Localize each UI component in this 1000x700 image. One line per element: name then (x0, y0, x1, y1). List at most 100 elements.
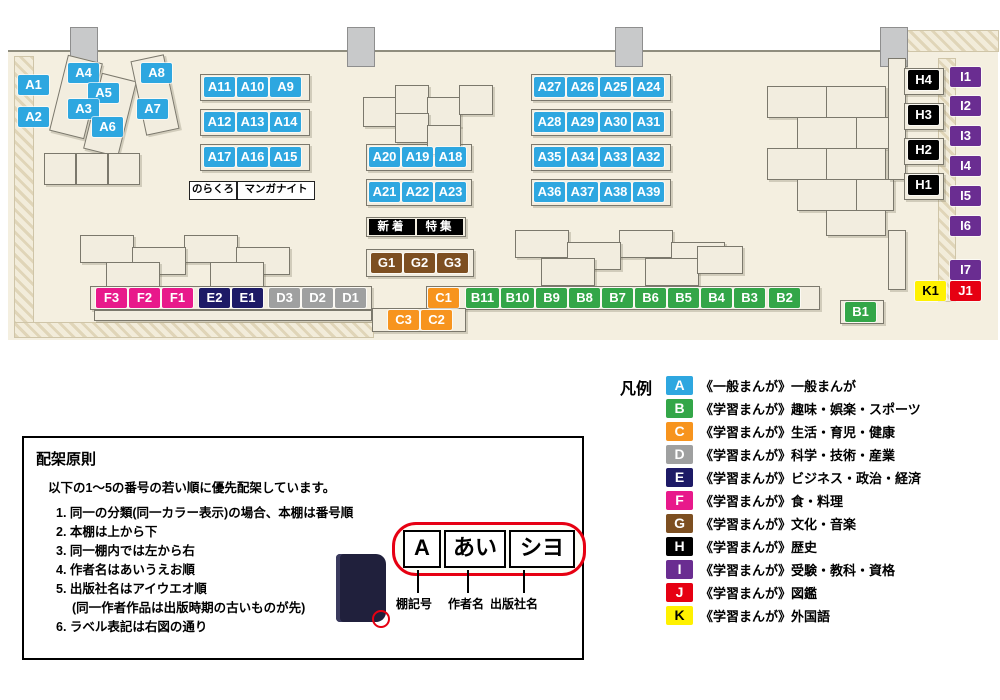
shelf-label-A8: A8 (141, 63, 172, 83)
legend-item-C: C《学習まんが》生活・育児・健康 (666, 420, 921, 443)
principles-rule: 1. 同一の分類(同一カラー表示)の場合、本棚は番号順 (56, 506, 354, 520)
shelf-label-A22: A22 (402, 182, 433, 202)
legend-series-label: 《学習まんが》 (700, 563, 792, 578)
legend-series-label: 《学習まんが》 (700, 517, 792, 532)
legend-item-H: H《学習まんが》歴史 (666, 535, 921, 558)
shelf-label-G3: G3 (437, 253, 468, 273)
shelf-block (826, 86, 886, 118)
shelf-label-I5: I5 (950, 186, 981, 206)
shelf-label-C3: C3 (388, 310, 419, 330)
shelf-label-B2: B2 (769, 288, 800, 308)
legend-badge-J: J (666, 583, 694, 602)
shelf-label-A38: A38 (600, 182, 631, 202)
legend-badge-K: K (666, 606, 694, 625)
label-part-box: あい (444, 530, 506, 568)
shelf-label-K1: K1 (915, 281, 946, 301)
legend-item-E: E《学習まんが》ビジネス・政治・経済 (666, 466, 921, 489)
shelf-block (210, 262, 264, 290)
label-part-box: シヨ (509, 530, 575, 568)
legend-badge-G: G (666, 514, 694, 533)
shelf-label-A23: A23 (435, 182, 466, 202)
shelf-label-A17: A17 (204, 147, 235, 167)
shelf-label-F3: F3 (96, 288, 127, 308)
hatched-aisle (14, 322, 374, 338)
legend-item-I: I《学習まんが》受験・教科・資格 (666, 558, 921, 581)
shelf-label-A37: A37 (567, 182, 598, 202)
shelf-label-I4: I4 (950, 156, 981, 176)
legend-item-G: G 《学習まんが》文化・音楽 (666, 512, 921, 535)
shelf-label-A30: A30 (600, 112, 631, 132)
legend-category-name: 食・料理 (791, 494, 844, 509)
legend-category-name: 外国語 (791, 609, 831, 624)
shelf-label-E2: E2 (199, 288, 230, 308)
shelf-label-I1: I1 (950, 67, 981, 87)
shelf-label-A6: A6 (92, 117, 123, 137)
shelf-block (826, 210, 886, 236)
shelf-label-H4: H4 (908, 70, 939, 90)
legend-item-B: B《学習まんが》趣味・娯楽・スポーツ (666, 397, 921, 420)
section-tag-新着: 新着 (369, 219, 415, 235)
shelf-label-C1: C1 (428, 288, 459, 308)
shelf-label-A7: A7 (137, 99, 168, 119)
shelf-label-H1: H1 (908, 175, 939, 195)
shelf-label-B1: B1 (845, 302, 876, 322)
shelf-label-A25: A25 (600, 77, 631, 97)
shelf-label-B8: B8 (569, 288, 600, 308)
shelf-block (697, 246, 743, 274)
legend-category-name: 歴史 (791, 540, 818, 555)
shelf-label-A3: A3 (68, 99, 99, 119)
pillar (347, 27, 375, 67)
legend-series-label: 《学習まんが》 (700, 471, 792, 486)
label-position-mark (372, 610, 390, 628)
legend-item-A: A《一般まんが》一般まんが (666, 374, 921, 397)
legend-series-label: 《学習まんが》 (700, 494, 792, 509)
shelf-block (797, 117, 857, 149)
shelf-block (44, 153, 76, 185)
principles-rule: 3. 同一棚内では左から右 (56, 544, 195, 558)
shelf-label-D1: D1 (335, 288, 366, 308)
pillar (615, 27, 643, 67)
shelf-label-A11: A11 (204, 77, 235, 97)
shelf-block (767, 148, 827, 180)
shelf-label-A21: A21 (369, 182, 400, 202)
shelf-block (76, 153, 108, 185)
shelf-note-のらくろ: のらくろ (189, 181, 237, 200)
shelf-block (395, 113, 429, 143)
shelf-label-E1: E1 (232, 288, 263, 308)
legend-title: 凡例 (620, 381, 653, 398)
shelf-block (826, 148, 886, 180)
legend-category-name: 文化・音楽 (791, 517, 857, 532)
shelf-label-A32: A32 (633, 147, 664, 167)
shelving-principles-box: 配架原則 以下の1〜5の番号の若い順に優先配架しています。 1. 同一の分類(同… (22, 436, 586, 660)
legend-badge-H: H (666, 537, 694, 556)
shelf-note-マンガナイト: マンガナイト (237, 181, 315, 200)
shelf-block (363, 97, 397, 127)
shelf-label-I7: I7 (950, 260, 981, 280)
shelf-block (515, 230, 569, 258)
legend-item-J: J《学習まんが》図鑑 (666, 581, 921, 604)
shelf-label-B6: B6 (635, 288, 666, 308)
shelf-label-D3: D3 (269, 288, 300, 308)
legend-badge-E: E (666, 468, 694, 487)
legend-category-name: 生活・育児・健康 (791, 425, 896, 440)
label-part-box: A (403, 530, 441, 568)
shelf-label-A20: A20 (369, 147, 400, 167)
legend-series-label: 《学習まんが》 (700, 586, 792, 601)
legend-badge-F: F (666, 491, 694, 510)
legend-item-F: F 《学習まんが》食・料理 (666, 489, 921, 512)
shelf-label-B11: B11 (466, 288, 499, 308)
shelf-label-I2: I2 (950, 96, 981, 116)
shelf-label-A13: A13 (237, 112, 268, 132)
shelf-label-D2: D2 (302, 288, 333, 308)
shelf-label-F1: F1 (162, 288, 193, 308)
legend-badge-C: C (666, 422, 694, 441)
principles-intro: 以下の1〜5の番号の若い順に優先配架しています。 (48, 481, 336, 495)
shelf-block (94, 310, 372, 321)
shelf-label-A16: A16 (237, 147, 268, 167)
legend-category-name: 趣味・娯楽・スポーツ (791, 402, 921, 417)
shelf-block (767, 86, 827, 118)
shelf-label-J1: J1 (950, 281, 981, 301)
shelf-label-A34: A34 (567, 147, 598, 167)
